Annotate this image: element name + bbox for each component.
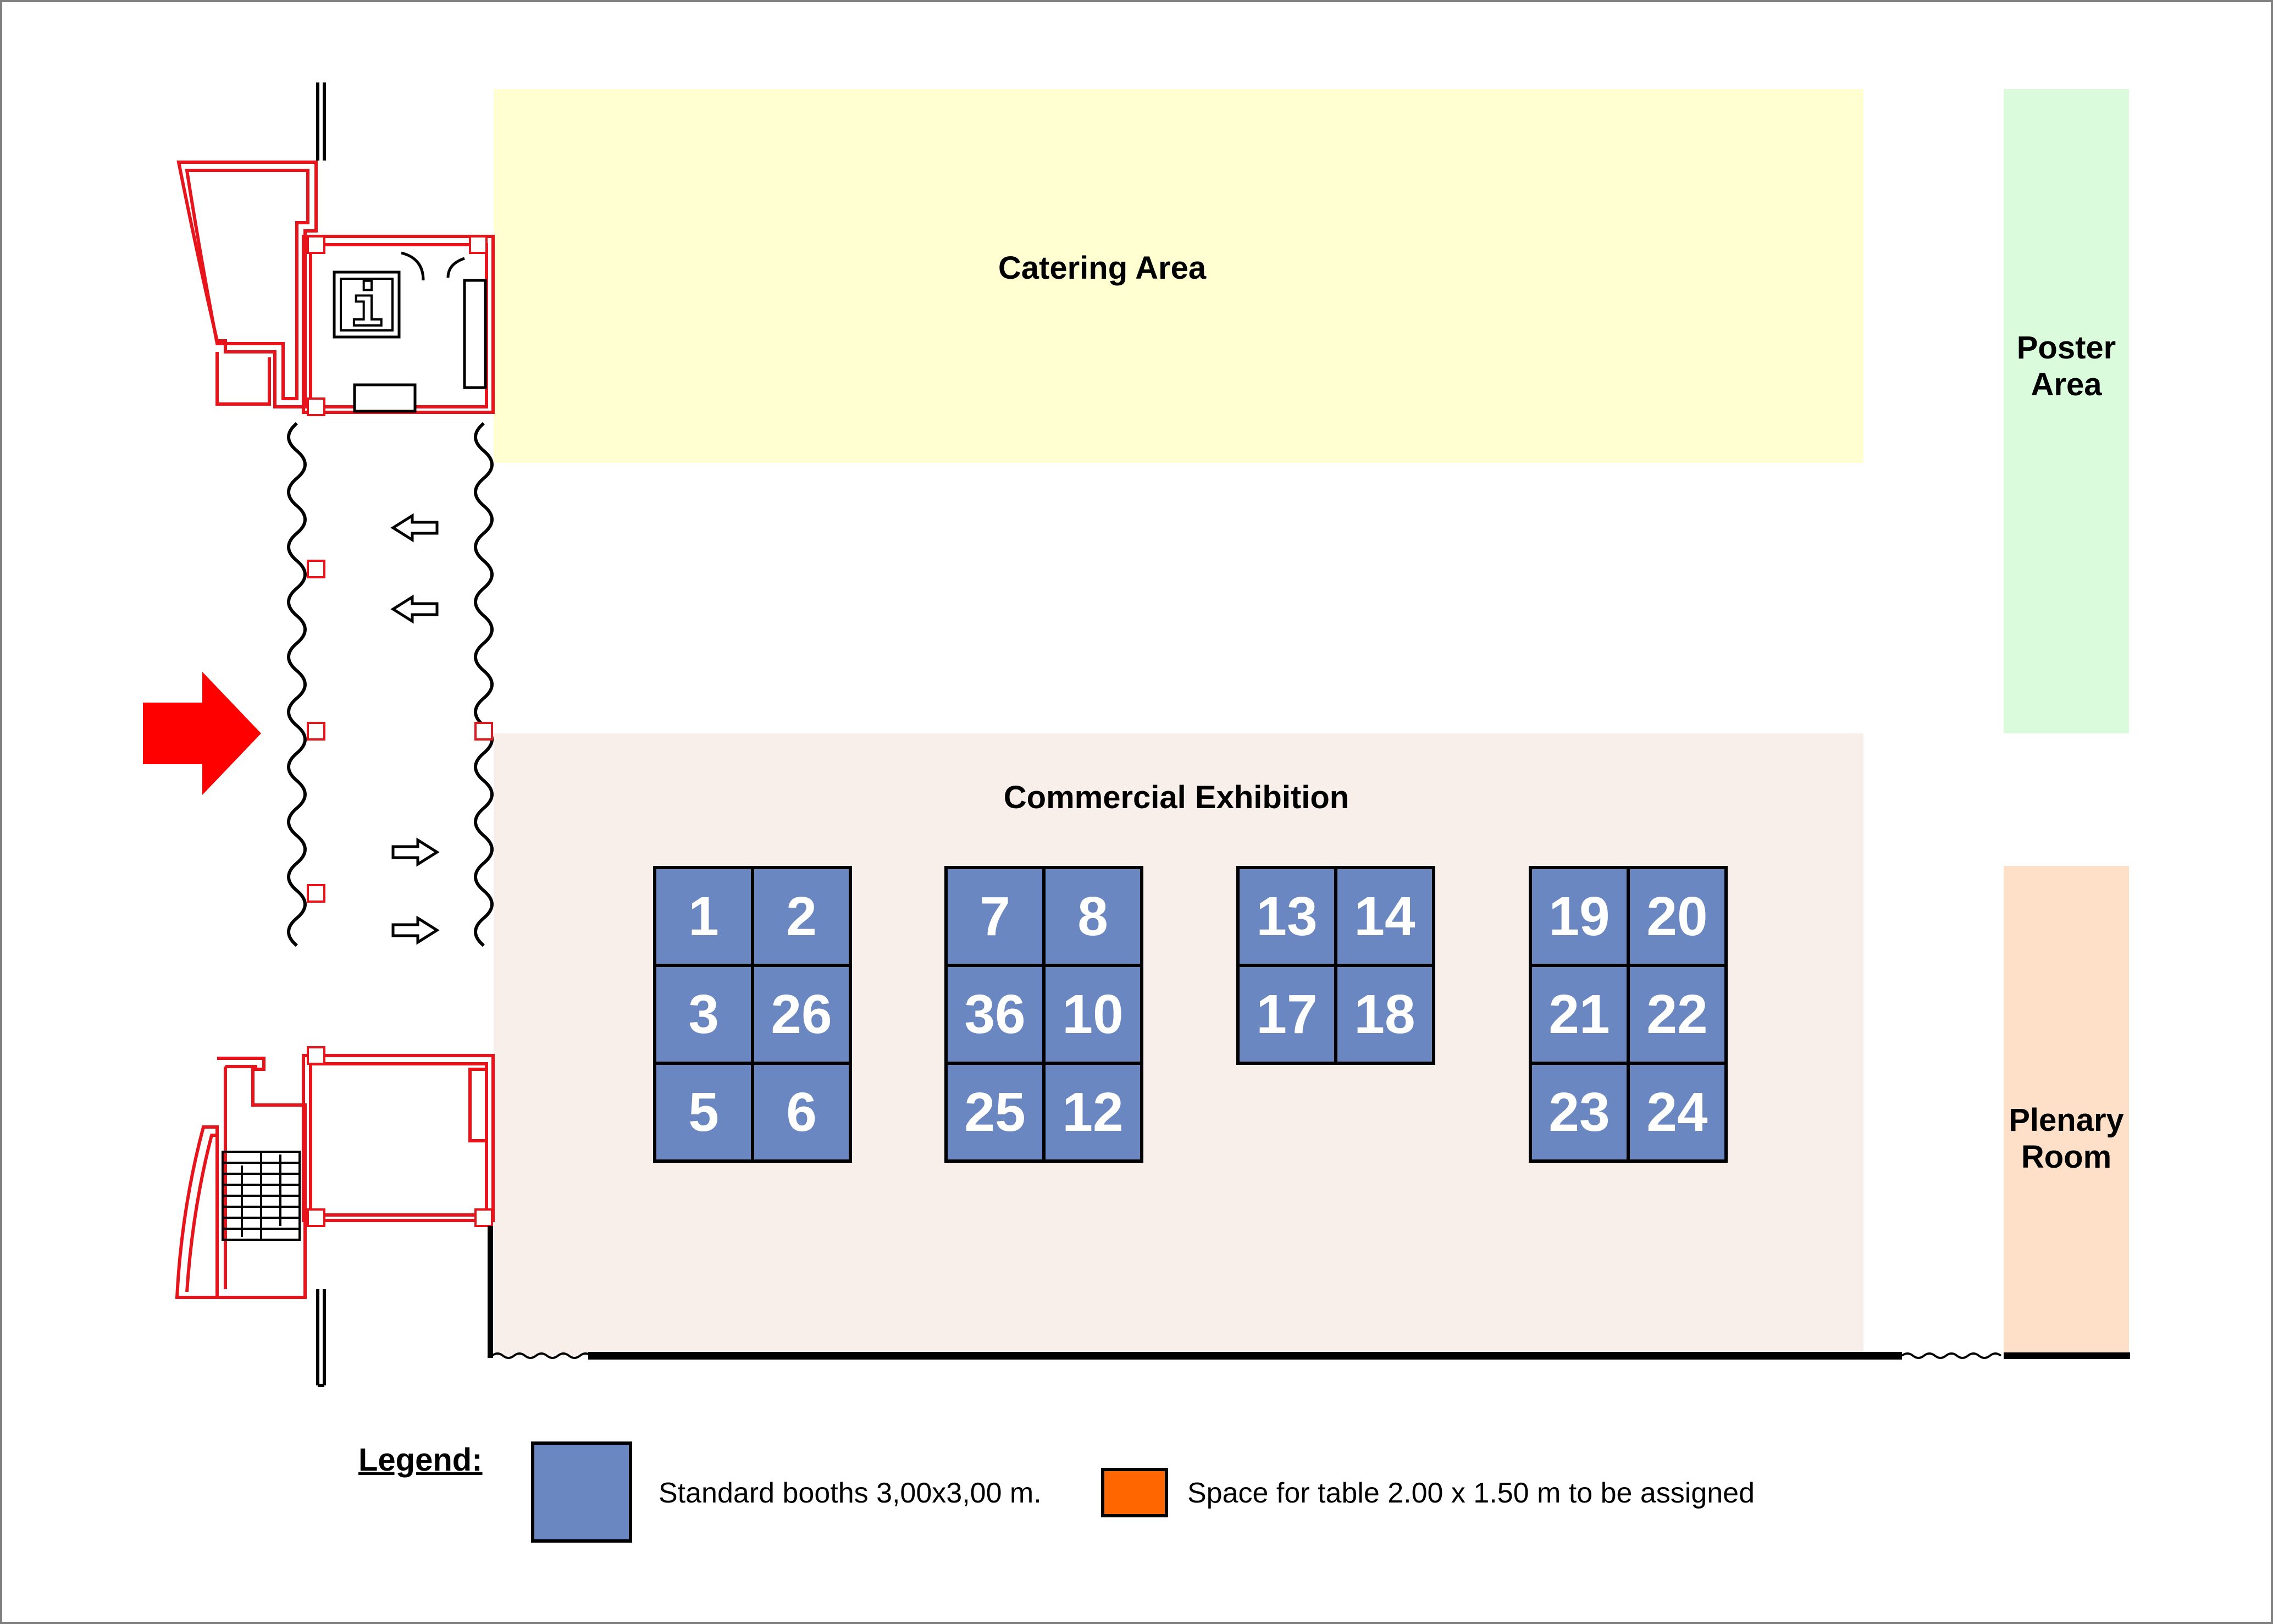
- booth-20[interactable]: 20: [1627, 866, 1728, 967]
- booth-13[interactable]: 13: [1236, 866, 1337, 967]
- booth-7[interactable]: 7: [944, 866, 1046, 967]
- legend-table-space-swatch: [1101, 1468, 1168, 1517]
- booth-21[interactable]: 21: [1529, 964, 1630, 1065]
- booth-17[interactable]: 17: [1236, 964, 1337, 1065]
- booth-3[interactable]: 3: [653, 964, 754, 1065]
- legend-standard-booth-label: Standard booths 3,00x3,00 m.: [659, 1477, 1042, 1509]
- plenary-room: [2004, 866, 2129, 1356]
- stairs-building: [175, 1054, 495, 1299]
- entrance-arrow-icon: [143, 672, 261, 795]
- corridor-left-wall: [287, 422, 307, 947]
- direction-arrow-icon: [390, 513, 440, 945]
- info-icon: i: [333, 270, 401, 340]
- booth-18[interactable]: 18: [1334, 964, 1435, 1065]
- hall-walls: [488, 1226, 2130, 1360]
- booth-23[interactable]: 23: [1529, 1062, 1630, 1163]
- info-icon-glyph: i: [350, 274, 383, 339]
- poster-area-label-line1: Poster: [2016, 330, 2116, 366]
- corridor-right-wall: [474, 422, 494, 947]
- hydrant-markers: [307, 235, 493, 1227]
- booth-22[interactable]: 22: [1627, 964, 1728, 1065]
- booth-12[interactable]: 12: [1042, 1062, 1143, 1163]
- plenary-room-label: Plenary Room: [1979, 1102, 2154, 1175]
- outer-wall: [316, 82, 326, 1387]
- booth-24[interactable]: 24: [1627, 1062, 1728, 1163]
- poster-area: [2004, 89, 2129, 733]
- booth-1[interactable]: 1: [653, 866, 754, 967]
- plenary-room-label-line1: Plenary: [2009, 1102, 2124, 1138]
- booth-5[interactable]: 5: [653, 1062, 754, 1163]
- catering-area: [494, 89, 1863, 463]
- booth-14[interactable]: 14: [1334, 866, 1435, 967]
- booth-36[interactable]: 36: [944, 964, 1046, 1065]
- booth-6[interactable]: 6: [751, 1062, 852, 1163]
- legend-table-space-label: Space for table 2.00 x 1.50 m to be assi…: [1187, 1477, 1755, 1509]
- commercial-exhibition-label: Commercial Exhibition: [1003, 780, 1350, 815]
- booth-2[interactable]: 2: [751, 866, 852, 967]
- poster-area-label-line2: Area: [2031, 366, 2102, 402]
- booth-26[interactable]: 26: [751, 964, 852, 1065]
- stairs-icon: [222, 1151, 301, 1241]
- booth-19[interactable]: 19: [1529, 866, 1630, 967]
- booth-10[interactable]: 10: [1042, 964, 1143, 1065]
- legend-standard-booth-swatch: [531, 1441, 632, 1543]
- legend-title: Legend:: [358, 1442, 483, 1478]
- catering-area-label: Catering Area: [998, 250, 1207, 286]
- poster-area-label: Poster Area: [1979, 330, 2154, 403]
- plenary-room-label-line2: Room: [2021, 1139, 2112, 1175]
- booth-8[interactable]: 8: [1042, 866, 1143, 967]
- info-building-inner: [353, 251, 487, 413]
- booth-25[interactable]: 25: [944, 1062, 1046, 1163]
